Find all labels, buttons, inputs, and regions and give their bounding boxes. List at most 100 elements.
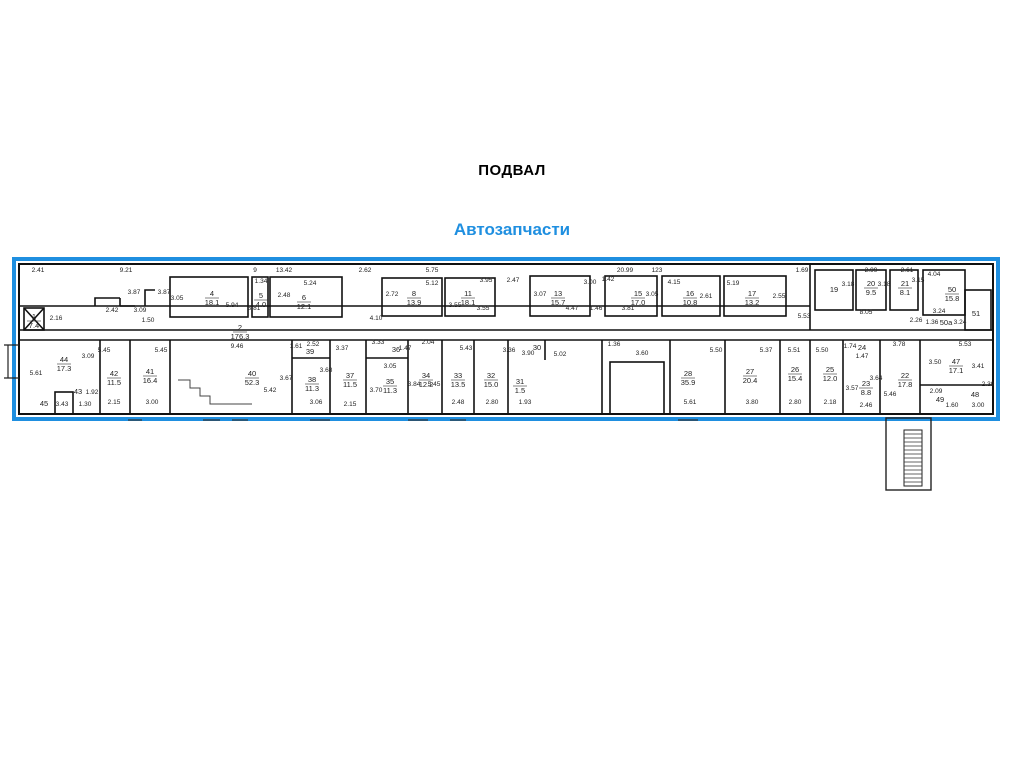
dimension-label: 123 xyxy=(652,267,663,274)
dimension-label: 2.39 xyxy=(982,381,995,388)
room-area: 1.5 xyxy=(515,386,525,395)
dimension-label: 3.00 xyxy=(972,402,985,409)
room-number: 1 xyxy=(32,312,36,321)
dimension-label: 5.19 xyxy=(727,280,740,287)
dimension-label: 9.21 xyxy=(120,267,133,274)
room-number: 34 xyxy=(422,371,430,380)
room-number: 39 xyxy=(306,347,314,356)
room-area: 15.0 xyxy=(484,380,499,389)
room-area: 8.1 xyxy=(900,288,910,297)
dimension-label: 5.75 xyxy=(426,267,439,274)
dimension-label: 5.45 xyxy=(428,381,441,388)
room-number: 5 xyxy=(259,291,263,300)
dimension-label: 3.09 xyxy=(134,307,147,314)
dimension-label: 4.15 xyxy=(668,279,681,286)
dimension-label: 3.36 xyxy=(503,347,516,354)
room-number: 4 xyxy=(210,289,214,298)
dimension-label: 1.60 xyxy=(946,402,959,409)
dimension-label: 4.10 xyxy=(370,315,383,322)
room-number: 38 xyxy=(308,375,316,384)
room-label-50a: 50a xyxy=(940,318,953,327)
room-number: 30 xyxy=(533,343,541,352)
room-number: 49 xyxy=(936,395,944,404)
dimension-label: 5.45 xyxy=(155,347,168,354)
room-label-21: 218.1 xyxy=(898,279,912,297)
dimension-label: 2.61 xyxy=(700,293,713,300)
room-number: 16 xyxy=(686,289,694,298)
dimension-label: 2.48 xyxy=(452,399,465,406)
top-row-walls xyxy=(19,264,993,341)
dimension-label: 3.00 xyxy=(146,399,159,406)
dimension-label: 1.36 xyxy=(926,319,939,326)
room-number: 6 xyxy=(302,293,306,302)
room-number: 19 xyxy=(830,285,838,294)
dimension-label: 3.55 xyxy=(449,302,462,309)
dimension-label: 3.64 xyxy=(870,375,883,382)
dimension-label: 5.61 xyxy=(30,370,43,377)
bottom-row-walls xyxy=(54,340,993,415)
dimension-label: 3.24 xyxy=(954,319,967,326)
room-number: 23 xyxy=(862,379,870,388)
room-number: 22 xyxy=(901,371,909,380)
dimension-label: 2.47 xyxy=(507,277,520,284)
dimension-label: 5.51 xyxy=(788,347,801,354)
dimension-label: 2.61 xyxy=(901,267,914,274)
room-number: 35 xyxy=(386,377,394,386)
room-area: 15.4 xyxy=(788,374,803,383)
dimension-label: 1.93 xyxy=(519,399,532,406)
dimension-label: 5.50 xyxy=(710,347,723,354)
dimension-label: 3.81 xyxy=(248,305,261,312)
room-number: 44 xyxy=(60,355,68,364)
room-number: 37 xyxy=(346,371,354,380)
stair-room40 xyxy=(178,379,252,405)
dimension-label: 1.69 xyxy=(796,267,809,274)
room-label-49: 49 xyxy=(936,395,944,404)
dimension-label: 3.09 xyxy=(82,353,95,360)
room-area: 52.3 xyxy=(245,378,260,387)
zone-label: Автозапчасти xyxy=(453,220,571,239)
dimension-label: 8.05 xyxy=(860,309,873,316)
dimension-label: 3.41 xyxy=(972,363,985,370)
room-area: 16.4 xyxy=(143,376,158,385)
dimension-label: 2.15 xyxy=(344,401,357,408)
dimension-label: 3.78 xyxy=(893,341,906,348)
dimension-label: 5.53 xyxy=(798,313,811,320)
dimension-label: 3.05 xyxy=(646,291,659,298)
room-label-5: 54.0 xyxy=(254,291,268,309)
dimension-label: 1.34 xyxy=(255,278,268,285)
dimension-label: 3.00 xyxy=(584,279,597,286)
room-number: 31 xyxy=(516,377,524,386)
room-label-36: 36 xyxy=(392,345,400,354)
dimension-label: 1.92 xyxy=(86,389,99,396)
dimension-label: 2.09 xyxy=(930,388,943,395)
room-number: 21 xyxy=(901,279,909,288)
room-number: 26 xyxy=(791,365,799,374)
room-label-1: 17.4 xyxy=(27,312,41,330)
room-number: 32 xyxy=(487,371,495,380)
room-area: 13.9 xyxy=(407,298,422,307)
dimension-label: 3.57 xyxy=(846,385,859,392)
dimension-label: 2.72 xyxy=(386,291,399,298)
dimension-label: 3.70 xyxy=(370,387,383,394)
room-number: 2 xyxy=(238,323,242,332)
dimension-label: 5.53 xyxy=(959,341,972,348)
room-number: 50a xyxy=(940,318,953,327)
dimension-label: 5.46 xyxy=(884,391,897,398)
dimension-label: 5.42 xyxy=(264,387,277,394)
room-number: 51 xyxy=(972,309,980,318)
dimension-label: 3.55 xyxy=(477,305,490,312)
